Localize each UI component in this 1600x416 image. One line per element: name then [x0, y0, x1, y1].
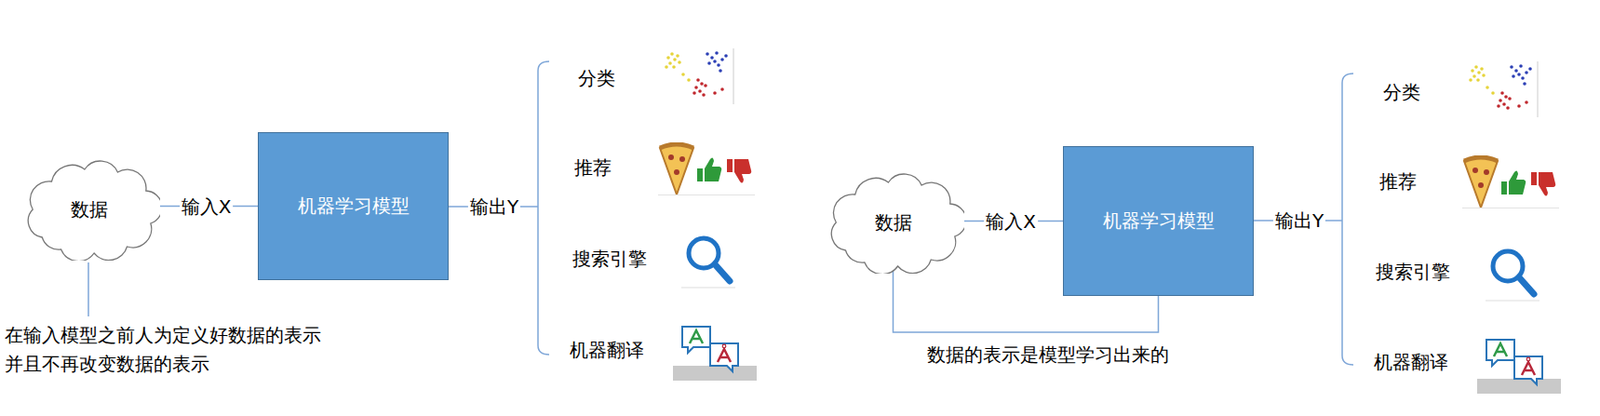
text-label: 输出Y	[1273, 209, 1326, 233]
text-label: 推荐	[1379, 170, 1417, 194]
text-label: 搜索引擎	[1375, 260, 1451, 284]
scatter-icon	[1468, 61, 1538, 118]
text-label: 推荐	[574, 156, 612, 180]
bracket	[537, 61, 550, 355]
text-label: 机器翻译	[1373, 350, 1449, 375]
recommend-icon	[1462, 157, 1560, 209]
search-icon	[681, 238, 736, 288]
node-text: 机器学习模型	[297, 194, 410, 218]
text-label: 输出Y	[468, 195, 521, 219]
text-label: 并且不再改变数据的表示	[4, 352, 210, 377]
data-cloud: 数据	[18, 158, 161, 261]
edge-label: 输入X	[983, 209, 1038, 233]
search-icon	[1485, 251, 1540, 301]
translate-icon	[1477, 339, 1561, 394]
bracket	[1342, 73, 1354, 365]
leader-line	[87, 262, 90, 317]
text-label: 在输入模型之前人为定义好数据的表示	[4, 323, 322, 348]
node-text: 数据	[874, 211, 913, 235]
scatter-icon	[664, 48, 734, 105]
text-label: 分类	[1383, 80, 1421, 105]
text-label: 搜索引擎	[572, 247, 647, 271]
model-box: 机器学习模型	[1062, 146, 1254, 296]
text-label: 数据的表示是模型学习出来的	[925, 343, 1171, 367]
translate-icon	[672, 326, 757, 381]
model-box: 机器学习模型	[257, 132, 449, 281]
node-text: 数据	[70, 198, 108, 222]
edge-label: 输入X	[179, 194, 234, 218]
data-cloud: 数据	[821, 171, 965, 274]
text-label: 分类	[578, 67, 616, 91]
node-text: 机器学习模型	[1102, 209, 1215, 233]
text-label: 机器翻译	[569, 338, 645, 363]
recommend-icon	[658, 144, 755, 196]
